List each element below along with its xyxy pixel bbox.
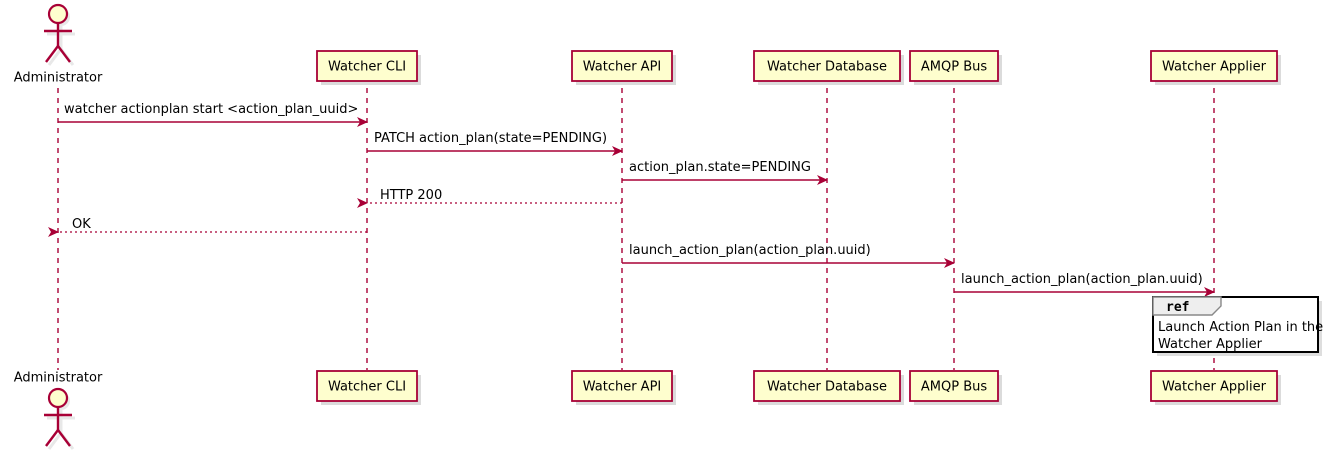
participant-box-rect[interactable] (571, 370, 673, 402)
participant-label-amqp-bus: AMQP Bus (921, 380, 987, 395)
message-label-3: action_plan.state=PENDING (629, 160, 811, 175)
participant-label-watcher-database: Watcher Database (767, 380, 887, 395)
participant-box-watcher-database[interactable]: Watcher Database (753, 370, 904, 405)
ref-fragment-tab (1152, 296, 1222, 316)
participant-box-rect[interactable] (1150, 50, 1278, 82)
participant-box-watcher-api[interactable]: Watcher API (571, 370, 676, 405)
participant-box-watcher-cli[interactable]: Watcher CLI (316, 370, 421, 405)
participant-label-watcher-api: Watcher API (583, 380, 662, 395)
ref-fragment-body-line-1: Launch Action Plan in the (1158, 320, 1323, 335)
ref-fragment-body-line-2: Watcher Applier (1158, 337, 1263, 352)
participant-box-rect[interactable] (1150, 370, 1278, 402)
actor-head-icon (47, 387, 69, 409)
actor-left-leg (45, 45, 59, 63)
participant-box-watcher-cli[interactable]: Watcher CLI (316, 50, 421, 85)
actor-label-administrator: Administrator (14, 71, 103, 86)
message-4: HTTP 200 (357, 188, 622, 208)
actor-right-leg (57, 429, 71, 447)
message-7: launch_action_plan(action_plan.uuid) (954, 272, 1215, 297)
actor-left-leg (45, 429, 59, 447)
participant-label-watcher-cli: Watcher CLI (328, 380, 406, 395)
messages-group: watcher actionplan start <action_plan_uu… (48, 102, 1215, 297)
actor-label-administrator: Administrator (14, 371, 103, 386)
message-label-4: HTTP 200 (380, 188, 442, 203)
participant-box-rect[interactable] (753, 50, 901, 82)
participant-box-amqp-bus[interactable]: AMQP Bus (909, 50, 1002, 85)
actor-administrator[interactable]: Administrator (14, 371, 103, 450)
message-3: action_plan.state=PENDING (622, 160, 828, 185)
actor-right-leg (57, 45, 71, 63)
participant-label-watcher-applier: Watcher Applier (1162, 60, 1267, 75)
participant-box-rect[interactable] (316, 370, 418, 402)
participant-box-watcher-applier[interactable]: Watcher Applier (1150, 370, 1281, 405)
participant-label-watcher-applier: Watcher Applier (1162, 380, 1267, 395)
message-5: OK (48, 217, 367, 237)
participant-box-rect[interactable] (909, 370, 999, 402)
message-2: PATCH action_plan(state=PENDING) (367, 131, 623, 156)
actor-head-icon (47, 3, 69, 25)
participant-label-watcher-api: Watcher API (583, 60, 662, 75)
message-1: watcher actionplan start <action_plan_uu… (58, 102, 368, 127)
participant-box-rect[interactable] (571, 50, 673, 82)
actor-administrator[interactable]: Administrator (14, 3, 103, 86)
participant-label-watcher-database: Watcher Database (767, 60, 887, 75)
message-label-2: PATCH action_plan(state=PENDING) (374, 131, 607, 146)
participant-label-amqp-bus: AMQP Bus (921, 60, 987, 75)
participant-box-rect[interactable] (316, 50, 418, 82)
participant-box-rect[interactable] (753, 370, 901, 402)
message-6: launch_action_plan(action_plan.uuid) (622, 243, 955, 268)
participant-box-rect[interactable] (909, 50, 999, 82)
ref-fragment-tab-label: ref (1166, 300, 1189, 315)
lifelines-group (57, 88, 1215, 370)
message-label-6: launch_action_plan(action_plan.uuid) (629, 243, 871, 258)
participant-box-amqp-bus[interactable]: AMQP Bus (909, 370, 1002, 405)
message-label-5: OK (72, 217, 91, 232)
participant-box-watcher-api[interactable]: Watcher API (571, 50, 676, 85)
participant-label-watcher-cli: Watcher CLI (328, 60, 406, 75)
message-label-7: launch_action_plan(action_plan.uuid) (961, 272, 1203, 287)
participant-boxes-group: Watcher CLI Watcher CLI Watcher API Watcher… (316, 50, 1281, 405)
participant-box-watcher-database[interactable]: Watcher Database (753, 50, 904, 85)
message-label-1: watcher actionplan start <action_plan_uu… (64, 102, 358, 117)
participant-box-watcher-applier[interactable]: Watcher Applier (1150, 50, 1281, 85)
